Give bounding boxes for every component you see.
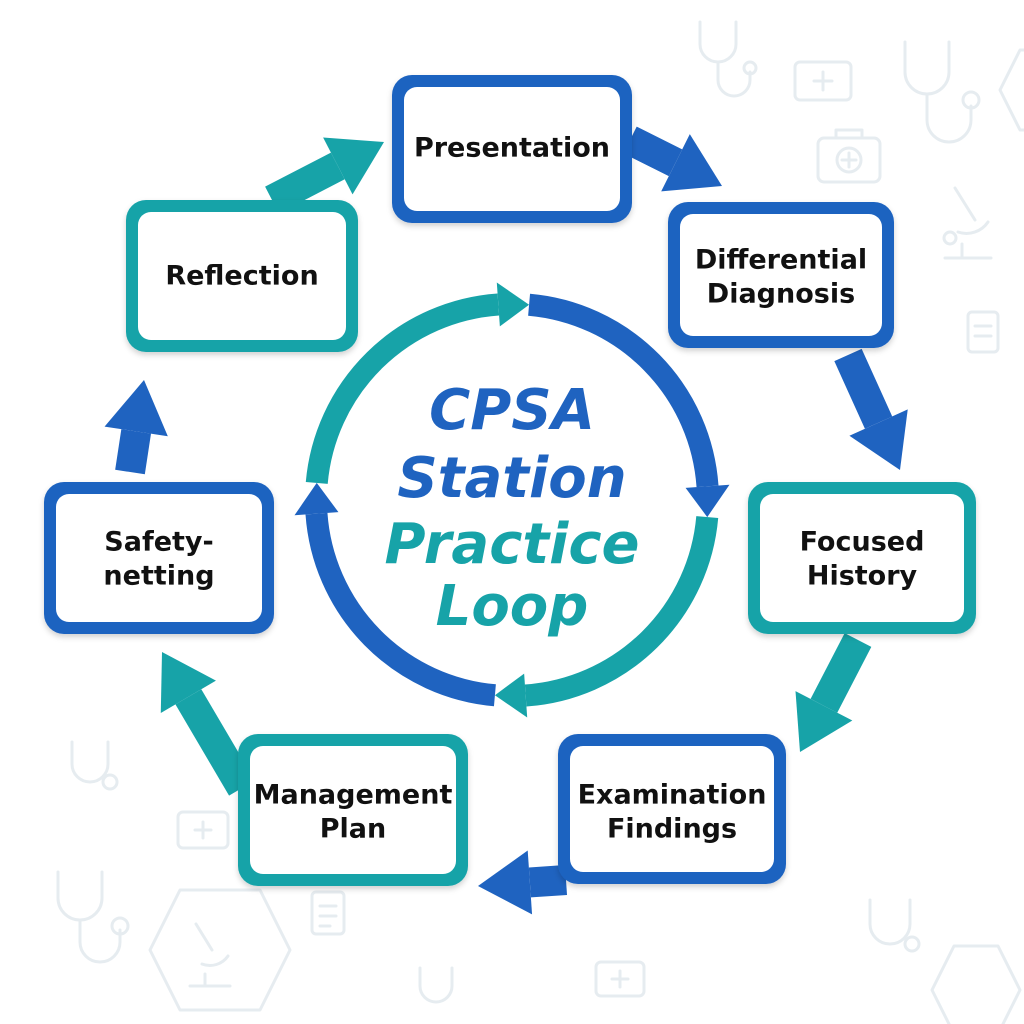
stethoscope-icon: [56, 870, 130, 964]
center-title: CPSA Station Practice Loop: [384, 378, 639, 639]
first-aid-kit-icon: [594, 960, 646, 998]
cycle-arrow: [160, 652, 255, 796]
step-differential-diagnosis: Differential Diagnosis: [668, 202, 894, 348]
step-box-fill: [680, 214, 882, 336]
arrow-shaft: [265, 152, 345, 214]
step-label-line-2: Plan: [320, 814, 387, 845]
title-line-2: Station: [397, 446, 626, 511]
step-label-line-2: Diagnosis: [707, 279, 855, 310]
cycle-arrow: [478, 850, 568, 915]
step-label: Reflection: [165, 261, 318, 292]
title-line-4: Loop: [436, 574, 589, 639]
step-box-fill: [760, 494, 964, 622]
step-presentation: Presentation: [392, 75, 632, 223]
step-box-fill: [138, 212, 346, 340]
arrow-head: [160, 652, 216, 714]
step-box-fill: [570, 746, 774, 872]
outer-cycle-arrows: [104, 126, 908, 915]
step-label-line-2: Findings: [607, 814, 737, 845]
first-aid-kit-icon: [816, 128, 882, 184]
arrow-shaft: [623, 126, 683, 177]
microscope-icon: [188, 922, 232, 988]
step-label-line-1: Differential: [695, 245, 867, 276]
hexagon-icon: [998, 48, 1024, 132]
arrow-head: [323, 137, 384, 195]
ring-arrow-head: [685, 484, 730, 518]
arrow-head: [478, 850, 533, 915]
step-reflection: Reflection: [126, 200, 358, 352]
title-line-1: CPSA: [429, 378, 595, 443]
cycle-arrow: [265, 137, 384, 214]
clipboard-icon: [310, 890, 346, 936]
stethoscope-icon: [418, 966, 454, 1004]
step-box-fill: [56, 494, 262, 622]
stethoscope-icon: [903, 40, 981, 144]
arrow-head: [849, 409, 908, 470]
arrow-head: [104, 380, 168, 437]
stethoscope-icon: [698, 20, 758, 98]
center-circle-fill: [306, 294, 718, 706]
step-label-line-1: Safety-: [104, 527, 213, 558]
ring-arrow-head: [494, 673, 528, 718]
step-label-line-1: Management: [254, 780, 453, 811]
step-label: Presentation: [414, 133, 610, 164]
ring-segment: [305, 293, 500, 484]
step-focused-history: Focused History: [748, 482, 976, 634]
step-label-line-2: netting: [103, 561, 214, 592]
cycle-steps: Presentation Differential Diagnosis Focu…: [44, 75, 976, 886]
arrow-shaft: [528, 865, 568, 898]
cycle-arrow: [104, 380, 168, 475]
ring-segment: [305, 512, 496, 707]
hexagon-icon: [930, 944, 1022, 1024]
microscope-icon: [942, 186, 993, 260]
step-label-line-1: Focused: [800, 527, 925, 558]
step-safety-netting: Safety- netting: [44, 482, 274, 634]
watermark-layer: [56, 20, 1024, 1024]
first-aid-kit-icon: [793, 60, 853, 102]
cycle-arrow: [623, 126, 722, 192]
stethoscope-icon: [70, 740, 119, 791]
title-line-3: Practice: [384, 512, 639, 577]
step-box-fill: [250, 746, 456, 874]
step-label-line-2: History: [807, 561, 918, 592]
step-box-fill: [404, 87, 620, 211]
step-examination-findings: Examination Findings: [558, 734, 786, 884]
arrow-shaft: [175, 689, 255, 796]
ring-segment: [524, 516, 719, 707]
arrow-shaft: [115, 429, 152, 475]
ring-arrow-head: [294, 482, 339, 516]
clipboard-icon: [966, 310, 1000, 354]
center-loop-ring: [294, 282, 730, 718]
arrow-head: [661, 134, 722, 192]
cycle-arrow: [795, 633, 872, 752]
arrow-shaft: [810, 633, 872, 713]
step-label-line-1: Examination: [578, 780, 767, 811]
stethoscope-icon: [868, 898, 921, 953]
first-aid-kit-icon: [176, 810, 230, 850]
ring-segment: [528, 293, 719, 488]
cycle-arrow: [834, 348, 908, 470]
step-management-plan: Management Plan: [238, 734, 468, 886]
hexagon-icon: [148, 888, 292, 1012]
arrow-head: [795, 691, 853, 752]
ring-arrow-head: [496, 282, 530, 327]
arrow-shaft: [834, 348, 893, 429]
